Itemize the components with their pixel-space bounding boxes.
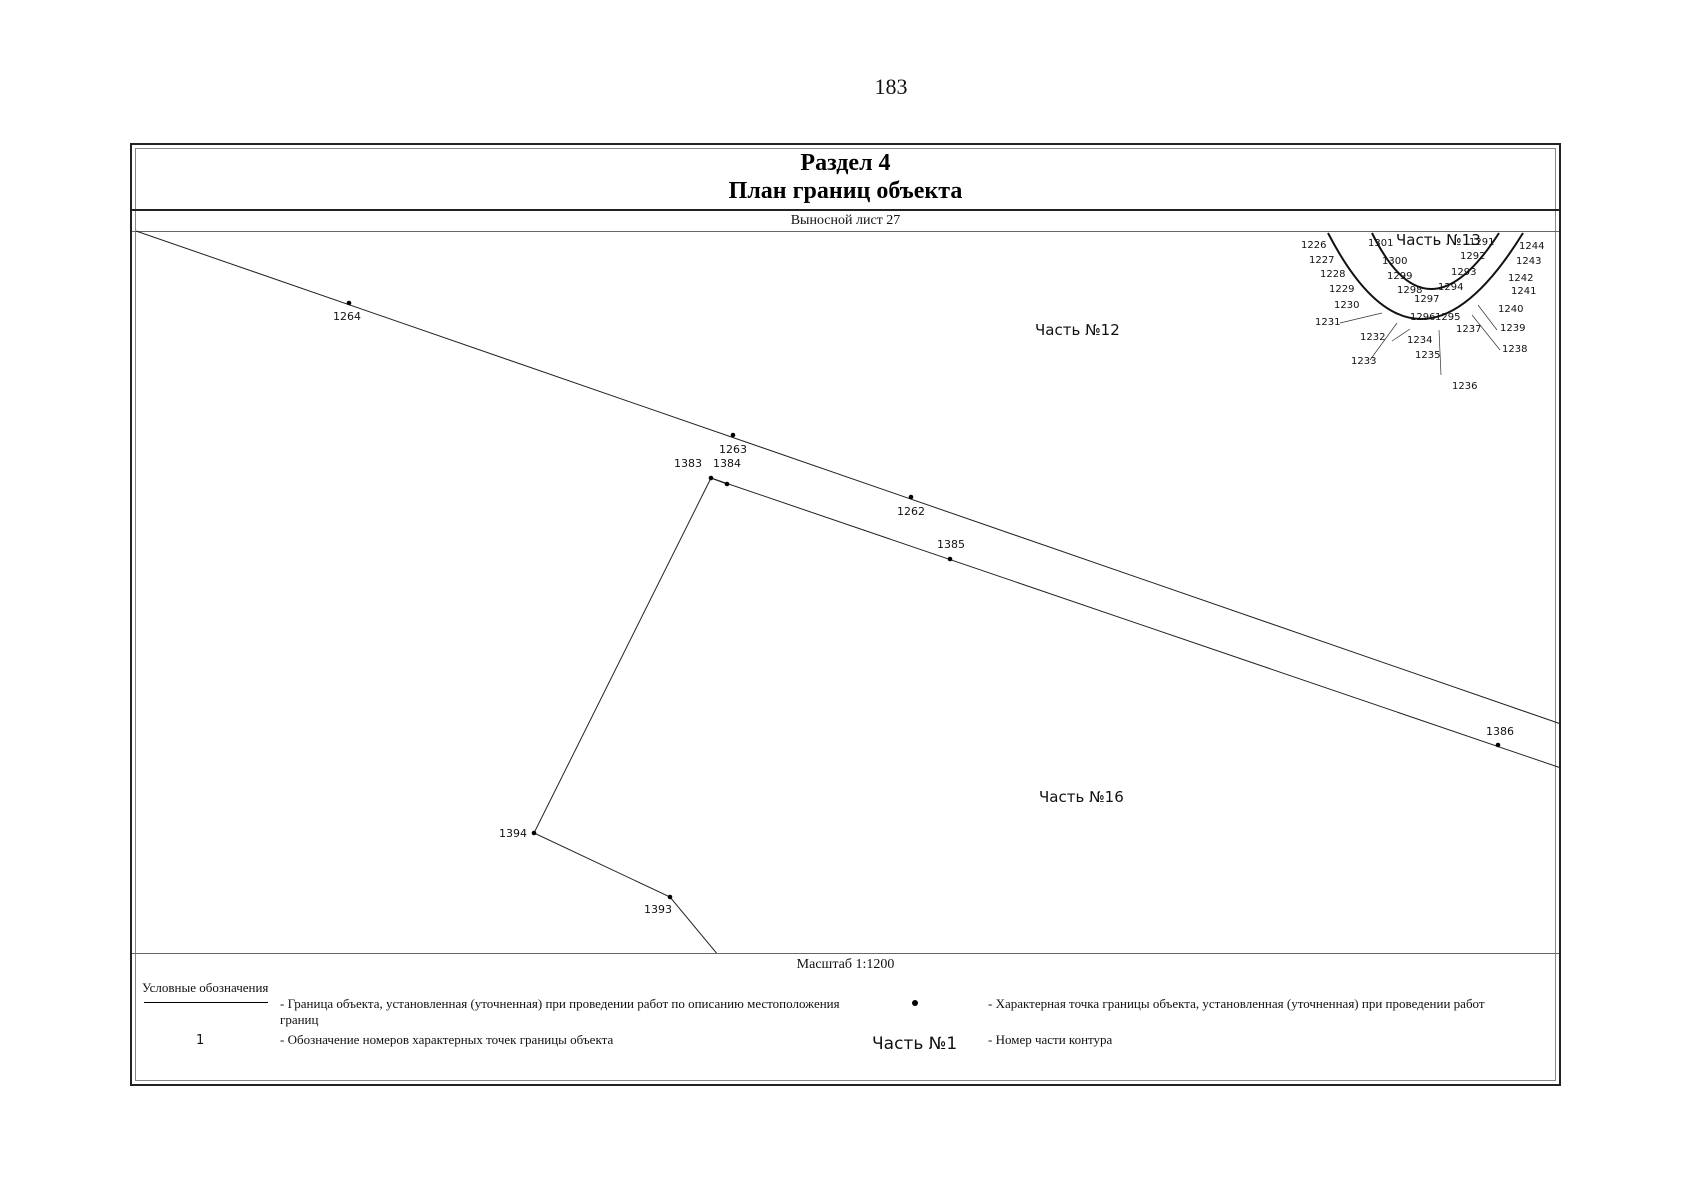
inset-label-1291: 1291 xyxy=(1469,237,1494,248)
inset-label-1301: 1301 xyxy=(1368,238,1393,249)
inset-label-1293: 1293 xyxy=(1451,267,1476,278)
boundary-map: 1264 1263 1262 1383 1384 1385 1386 1394 … xyxy=(135,230,1559,953)
inset-label-1232: 1232 xyxy=(1360,332,1385,343)
boundary-line-upper xyxy=(135,230,1559,724)
label-1394: 1394 xyxy=(499,827,527,840)
label-1386: 1386 xyxy=(1486,725,1514,738)
inset-label-1229: 1229 xyxy=(1329,284,1354,295)
inset-label-1231: 1231 xyxy=(1315,317,1340,328)
inset-label-1237: 1237 xyxy=(1456,324,1481,335)
label-1384: 1384 xyxy=(713,457,741,470)
boundary-line-contour xyxy=(533,477,718,953)
point-1393 xyxy=(667,894,673,900)
inset-label-1292: 1292 xyxy=(1460,251,1485,262)
legend-part-sample: Часть №1 xyxy=(872,1034,958,1054)
inset-label-1234: 1234 xyxy=(1407,335,1432,346)
label-1263: 1263 xyxy=(719,443,747,456)
inset-label-1243: 1243 xyxy=(1516,256,1541,267)
inset-label-1235: 1235 xyxy=(1415,350,1440,361)
legend-number-desc: - Обозначение номеров характерных точек … xyxy=(280,1032,614,1047)
inset-label-1226: 1226 xyxy=(1301,240,1326,251)
point-1262 xyxy=(908,494,914,500)
leader-1238 xyxy=(1471,314,1501,351)
legend-title: Условные обозначения xyxy=(142,980,269,995)
inset-label-1299: 1299 xyxy=(1387,271,1412,282)
inset-label-1300: 1300 xyxy=(1382,256,1407,267)
page-number: 183 xyxy=(874,74,908,99)
label-1393: 1393 xyxy=(644,903,672,916)
part-label-16: Часть №16 xyxy=(1039,788,1124,806)
label-1385: 1385 xyxy=(937,538,965,551)
label-1264: 1264 xyxy=(333,310,361,323)
inset-label-1240: 1240 xyxy=(1498,304,1523,315)
scale-label: Масштаб 1:1200 xyxy=(132,953,1559,976)
legend-line-sample xyxy=(144,1002,268,1003)
legend-number-sample: 1 xyxy=(196,1033,205,1048)
inset-label-1236: 1236 xyxy=(1452,381,1477,392)
leader-1232 xyxy=(1391,328,1411,342)
inset-label-1244: 1244 xyxy=(1519,241,1544,252)
point-1394 xyxy=(531,830,537,836)
leader-1233 xyxy=(1369,322,1398,361)
label-1383: 1383 xyxy=(674,457,702,470)
inset-label-1241: 1241 xyxy=(1511,286,1536,297)
point-1385 xyxy=(947,556,953,562)
part-label-12: Часть №12 xyxy=(1035,321,1120,339)
inset-label-1239: 1239 xyxy=(1500,323,1525,334)
leader-1239 xyxy=(1477,304,1498,331)
label-1262: 1262 xyxy=(897,505,925,518)
point-1264 xyxy=(346,300,352,306)
point-1383 xyxy=(708,475,714,481)
legend-point-desc: - Характерная точка границы объекта, уст… xyxy=(988,996,1485,1011)
inset-label-1242: 1242 xyxy=(1508,273,1533,284)
plan-sheet: Раздел 4 План границ объекта Выносной ли… xyxy=(130,143,1561,1086)
plan-title: План границ объекта xyxy=(728,178,963,204)
section-title: Раздел 4 xyxy=(800,150,891,176)
boundary-line-lower xyxy=(710,477,1559,768)
point-1263 xyxy=(730,432,736,438)
inset-label-1296: 1296 xyxy=(1410,312,1435,323)
legend-point-sample xyxy=(912,1000,918,1006)
inset-label-1298: 1298 xyxy=(1397,285,1422,296)
inset-curve-outer xyxy=(1327,232,1524,320)
legend-part-desc: - Номер части контура xyxy=(988,1032,1113,1047)
inset-label-1230: 1230 xyxy=(1334,300,1359,311)
inset-label-1297: 1297 xyxy=(1414,294,1439,305)
leader-1231 xyxy=(1339,312,1383,324)
inset-label-1228: 1228 xyxy=(1320,269,1345,280)
inset-label-1295: 1295 xyxy=(1435,312,1460,323)
inset-label-1238: 1238 xyxy=(1502,344,1527,355)
part-label-13: Часть №13 xyxy=(1396,231,1481,249)
boundary-line-joint xyxy=(710,477,728,485)
leader-1236 xyxy=(1438,329,1442,376)
inset-label-1227: 1227 xyxy=(1309,255,1334,266)
inset-part-13: Часть №13 1226 1227 1228 1229 1230 1231 … xyxy=(1301,231,1544,392)
sheet-header: Раздел 4 План границ объекта xyxy=(132,145,1559,211)
inset-label-1233: 1233 xyxy=(1351,356,1376,367)
inset-curve-inner xyxy=(1371,232,1500,290)
point-1384 xyxy=(724,481,730,487)
legend: Условные обозначения - Граница объекта, … xyxy=(132,976,1559,1086)
point-1386 xyxy=(1495,742,1501,748)
legend-line-desc: - Граница объекта, установленная (уточне… xyxy=(280,996,840,1027)
inset-label-1294: 1294 xyxy=(1438,282,1463,293)
sheet-label: Выносной лист 27 xyxy=(132,211,1559,232)
